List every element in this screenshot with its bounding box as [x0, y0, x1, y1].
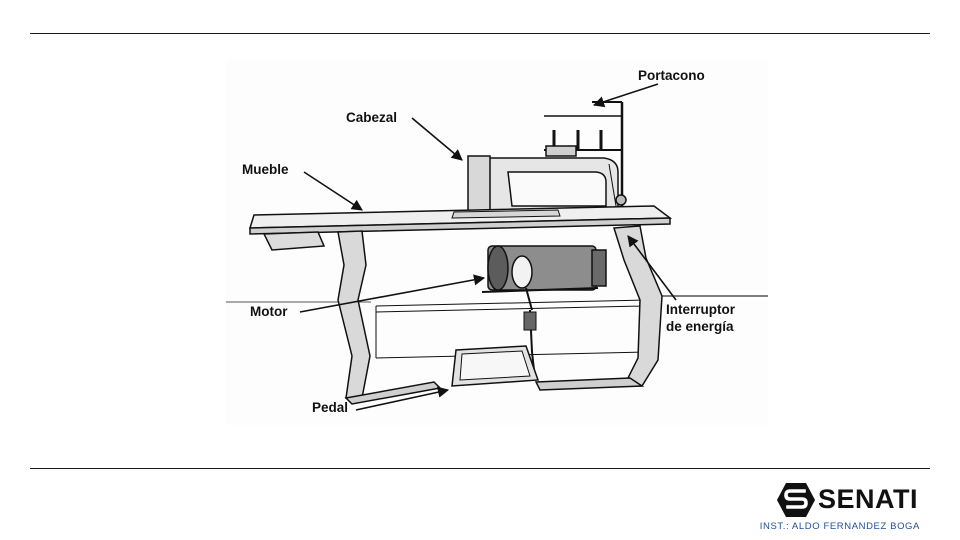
brand-name: SENATI [818, 484, 919, 514]
diagram-canvas: Portacono Cabezal Mueble Motor Interrupt… [226, 60, 768, 425]
arrow-portacono [592, 83, 659, 108]
arrow-interruptor [627, 235, 677, 301]
instructor-credit: INST.: ALDO FERNANDEZ BOGA [759, 521, 920, 532]
label-portacono: Portacono [638, 68, 705, 83]
sewing-head [467, 145, 627, 222]
arrow-mueble [303, 171, 363, 211]
arrow-cabezal [411, 117, 463, 161]
bottom-divider [30, 468, 930, 469]
arrow-motor [299, 274, 486, 313]
senati-logo-icon [777, 483, 815, 517]
label-pedal: Pedal [312, 400, 348, 415]
label-cabezal: Cabezal [346, 110, 397, 125]
pedal-linkage [523, 309, 537, 371]
motor [481, 245, 607, 311]
label-interruptor-line1: Interruptor [666, 302, 736, 317]
pedal [451, 345, 540, 387]
label-motor: Motor [250, 304, 288, 319]
label-mueble: Mueble [242, 162, 289, 177]
sewing-machine-diagram: Portacono Cabezal Mueble Motor Interrupt… [226, 60, 768, 425]
label-interruptor-line2: de energía [666, 319, 734, 334]
arrow-pedal [355, 386, 450, 411]
top-divider [30, 33, 930, 34]
table [248, 205, 673, 405]
